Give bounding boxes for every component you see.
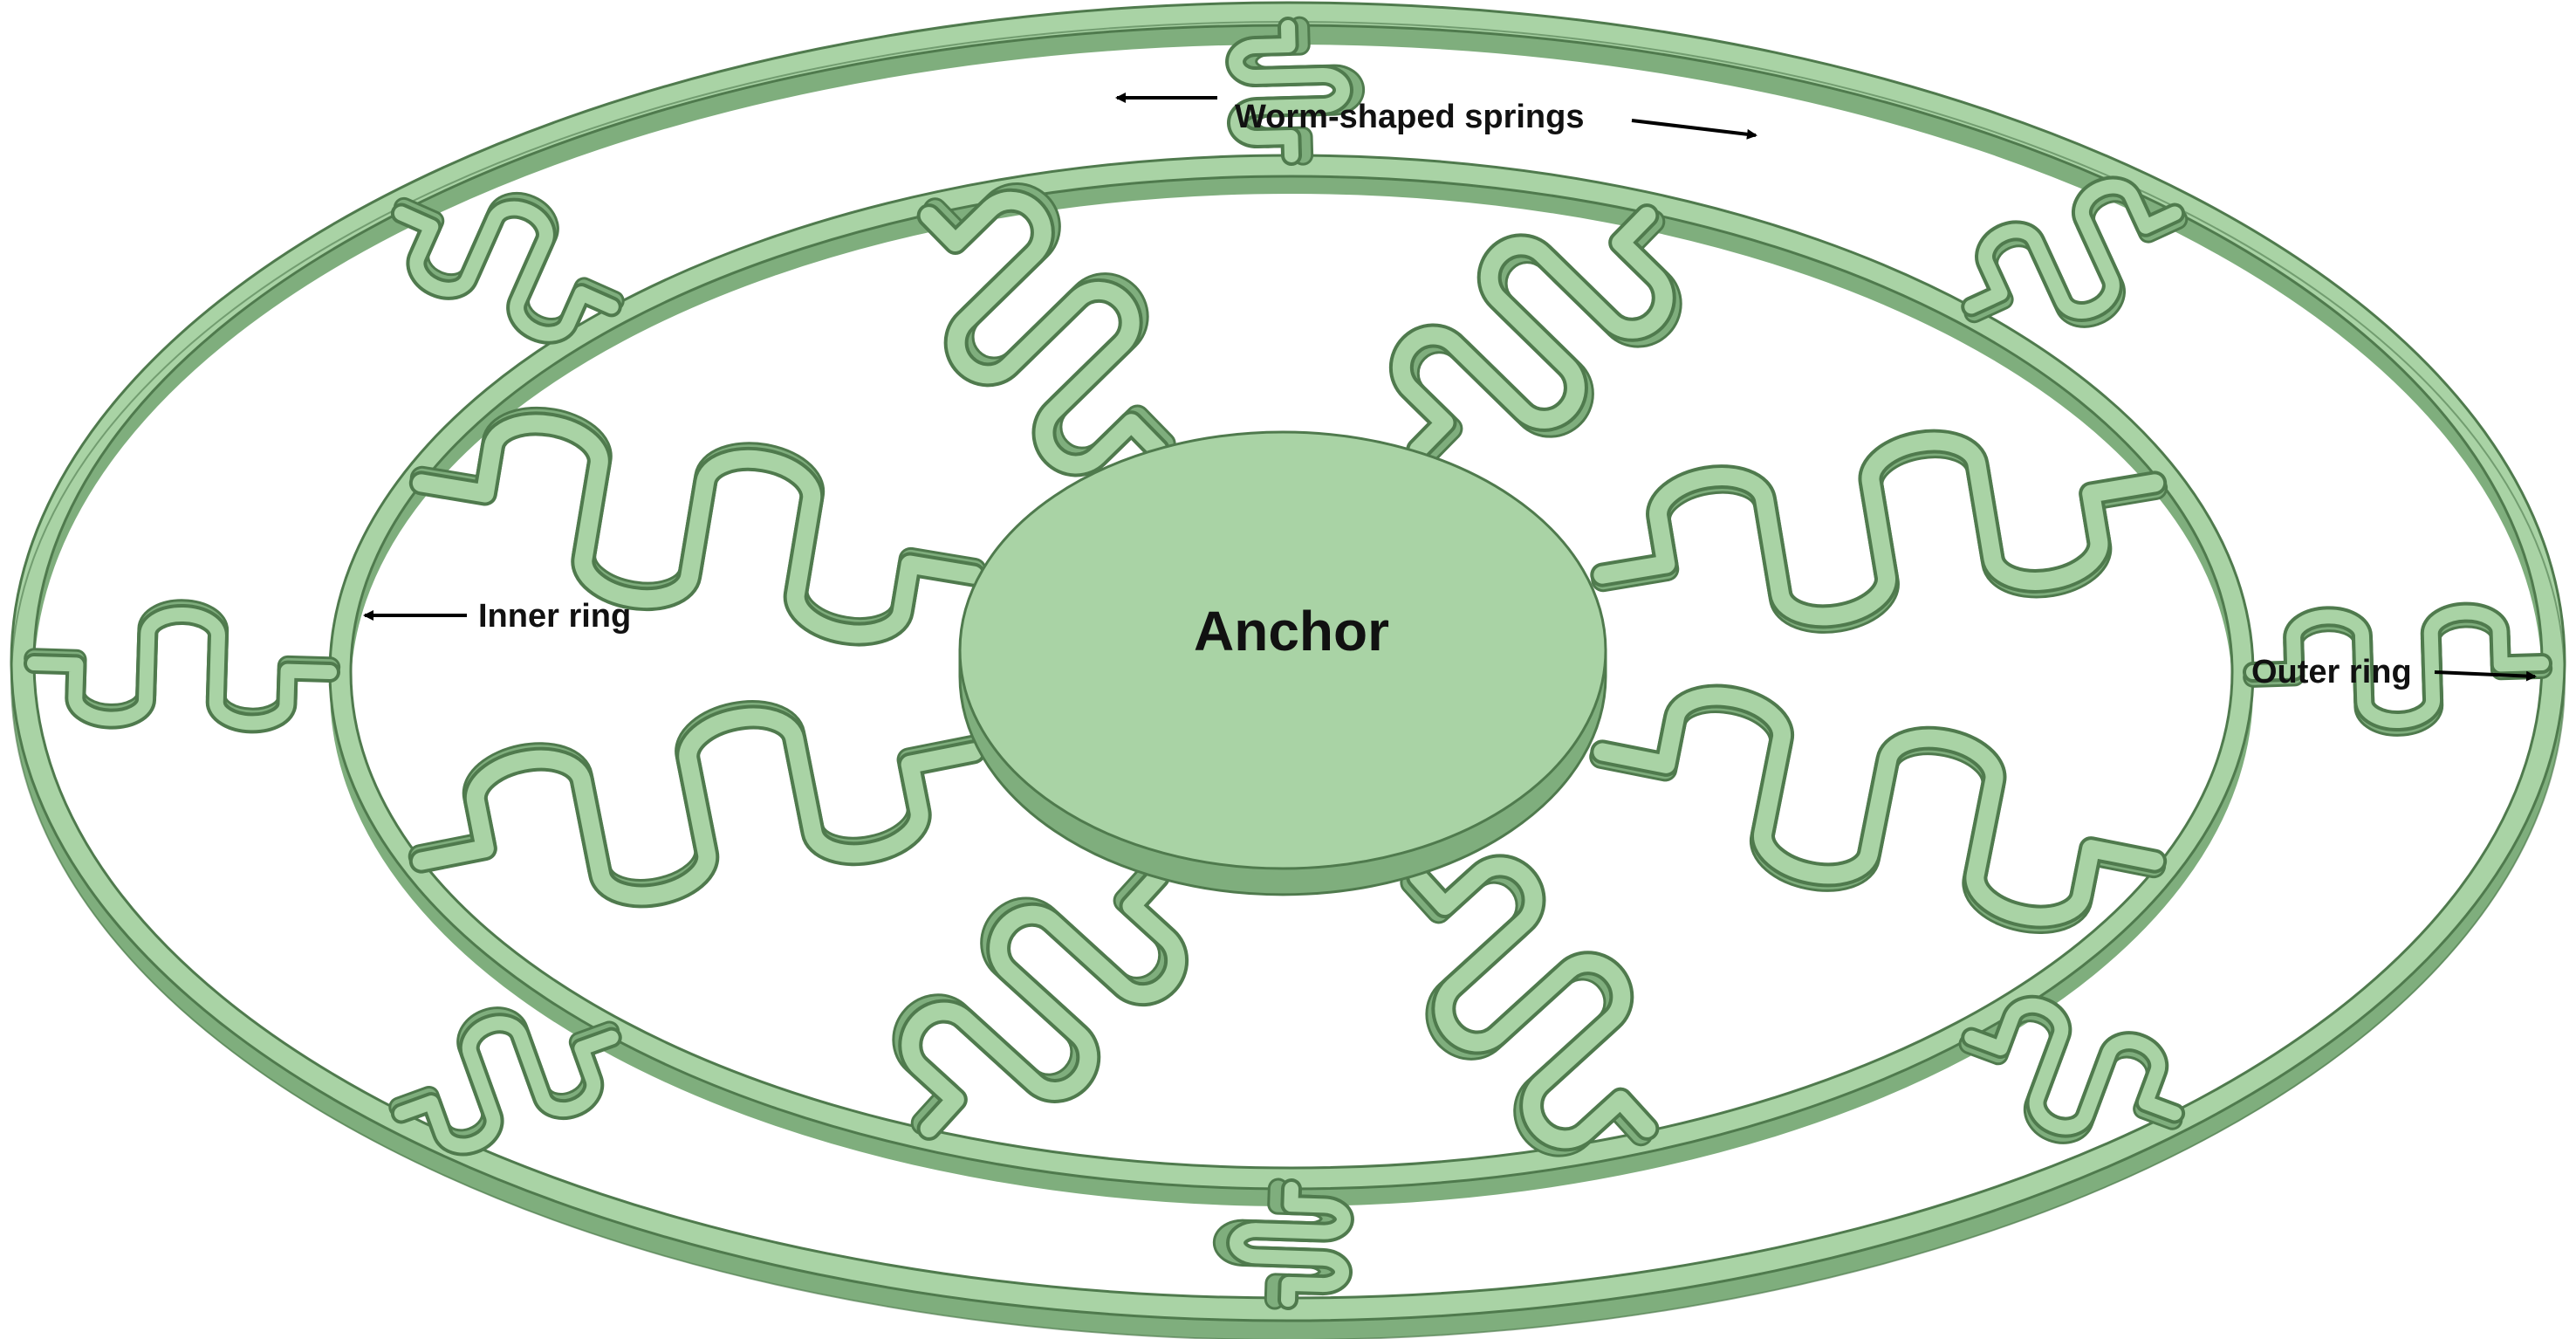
inner-spring — [865, 819, 1216, 1182]
springs-callout: Worm-shaped springs — [1115, 93, 1757, 140]
outer-spring — [380, 159, 635, 355]
inner-spring — [1586, 675, 2170, 943]
springs-arrow-right — [1631, 119, 1757, 140]
outer-ring-label: Outer ring — [2251, 654, 2412, 690]
inner-spring — [873, 154, 1220, 505]
anchor-disc — [958, 430, 1607, 896]
inner-springs-group — [405, 154, 2169, 1186]
inner-spring — [1354, 824, 1705, 1187]
inner-ring-callout: Inner ring — [363, 598, 631, 635]
outer-ring-callout: Outer ring — [2251, 654, 2537, 690]
inner-spring — [408, 401, 987, 652]
outer-springs-group — [32, 25, 2544, 1301]
outer-spring — [381, 981, 630, 1164]
outer-spring — [1950, 987, 2193, 1169]
inner-spring — [405, 670, 989, 938]
outer-spring — [1222, 1187, 1345, 1301]
inner-spring — [1362, 161, 1709, 511]
outer-spring — [2251, 610, 2544, 731]
inner-spring — [1590, 406, 2168, 657]
springs-label: Worm-shaped springs — [1235, 99, 1584, 135]
outer-spring — [1235, 25, 1356, 157]
outer-spring — [1949, 165, 2200, 361]
outer-ring-arrow — [2434, 670, 2537, 682]
outer-spring — [32, 605, 332, 725]
anchor-label: Anchor — [1194, 600, 1389, 663]
inner-ring-label: Inner ring — [478, 598, 631, 635]
